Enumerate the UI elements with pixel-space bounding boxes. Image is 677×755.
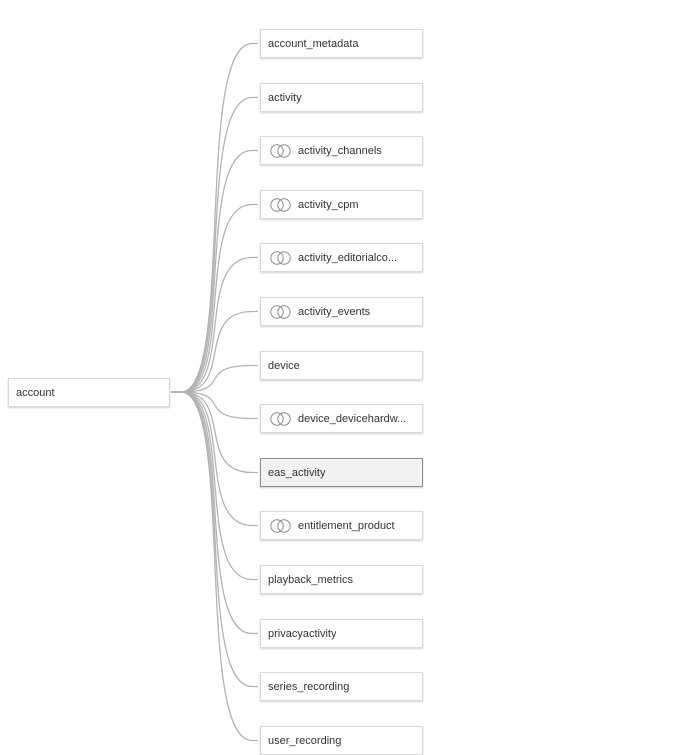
- child-node-user-recording[interactable]: user_recording: [260, 726, 423, 755]
- child-node-eas-activity[interactable]: eas_activity: [260, 458, 423, 487]
- link-account-to-activity-channels: [171, 149, 258, 393]
- child-node-series-recording[interactable]: series_recording: [260, 672, 423, 701]
- child-node-activity-channels[interactable]: activity_channels: [260, 136, 423, 165]
- overlapping-circles-icon: [270, 250, 291, 265]
- node-label: series_recording: [268, 680, 350, 693]
- node-label: entitlement_product: [298, 519, 395, 532]
- child-node-activity[interactable]: activity: [260, 83, 423, 112]
- link-account-to-eas-activity: [171, 391, 258, 474]
- link-account-to-activity-events: [171, 310, 258, 393]
- node-label: playback_metrics: [268, 573, 353, 586]
- link-account-to-device-devicehardw: [171, 391, 258, 420]
- overlapping-circles-icon: [270, 197, 291, 212]
- child-node-activity-editorialco[interactable]: activity_editorialco...: [260, 243, 423, 272]
- node-label: activity: [268, 91, 302, 104]
- link-account-to-privacyactivity: [171, 391, 258, 635]
- node-label: eas_activity: [268, 466, 326, 479]
- link-account-to-account-metadata: [171, 42, 258, 393]
- link-account-to-activity-cpm: [171, 203, 258, 393]
- child-node-activity-cpm[interactable]: activity_cpm: [260, 190, 423, 219]
- child-node-device-devicehardw[interactable]: device_devicehardw...: [260, 404, 423, 433]
- node-label: account_metadata: [268, 37, 359, 50]
- link-account-to-user-recording: [171, 391, 258, 742]
- node-label: activity_cpm: [298, 198, 359, 211]
- child-node-device[interactable]: device: [260, 351, 423, 380]
- node-label: activity_channels: [298, 144, 382, 157]
- node-label: account: [16, 386, 55, 399]
- node-label: activity_events: [298, 305, 371, 318]
- child-node-activity-events[interactable]: activity_events: [260, 297, 423, 326]
- child-node-privacyactivity[interactable]: privacyactivity: [260, 619, 423, 648]
- node-label: device: [268, 359, 300, 372]
- link-account-to-series-recording: [171, 391, 258, 688]
- link-account-to-device: [171, 364, 258, 393]
- overlapping-circles-icon: [270, 518, 291, 533]
- child-node-entitlement-product[interactable]: entitlement_product: [260, 511, 423, 540]
- overlapping-circles-icon: [270, 411, 291, 426]
- node-label: device_devicehardw...: [298, 412, 407, 425]
- child-node-account-metadata[interactable]: account_metadata: [260, 29, 423, 58]
- link-account-to-playback-metrics: [171, 391, 258, 581]
- overlapping-circles-icon: [270, 143, 291, 158]
- node-label: user_recording: [268, 734, 342, 747]
- overlapping-circles-icon: [270, 304, 291, 319]
- root-node-account[interactable]: account: [8, 378, 170, 407]
- link-account-to-activity: [171, 96, 258, 393]
- node-label: privacyactivity: [268, 627, 337, 640]
- link-account-to-activity-editorialco: [171, 256, 258, 393]
- child-node-playback-metrics[interactable]: playback_metrics: [260, 565, 423, 594]
- node-label: activity_editorialco...: [298, 251, 398, 264]
